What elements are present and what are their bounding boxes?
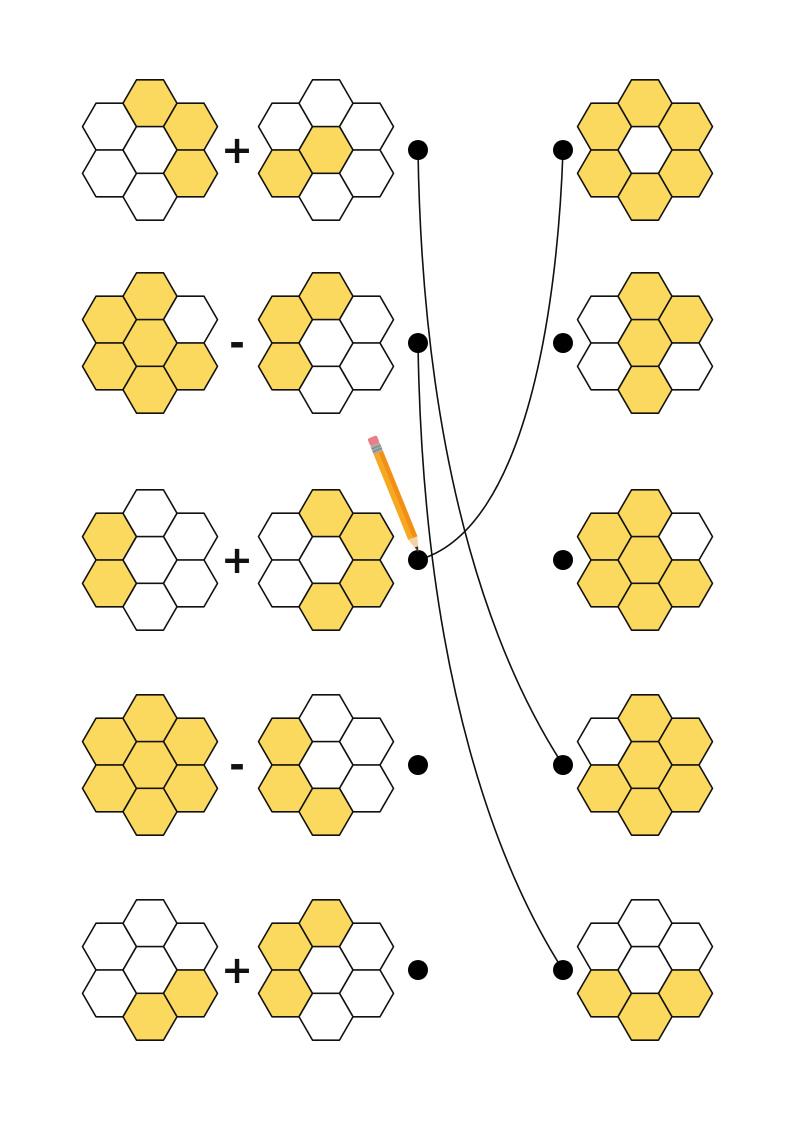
left-row-4: - [81,694,428,836]
left-row-3: + [81,489,428,631]
honeycomb-answer [576,489,714,631]
left-row-1: + [81,79,428,221]
connection-line [417,149,564,561]
right-match-dot[interactable] [553,755,573,775]
right-match-dot[interactable] [553,960,573,980]
honeycomb-operand-b [257,489,395,631]
left-match-dot[interactable] [408,960,428,980]
honeycomb-operand-b [257,79,395,221]
honeycomb-operand-a [81,79,219,221]
honeycomb-operand-a [81,489,219,631]
honeycomb-operand-a [81,694,219,836]
hex-cell-empty [122,582,178,631]
hex-cell-filled [617,582,673,631]
honeycomb-operand-b [257,272,395,414]
hex-cell-filled [298,787,354,836]
hex-cell-empty [298,365,354,414]
left-match-dot[interactable] [408,755,428,775]
plus-operator: + [221,128,253,172]
hex-cell-filled [617,172,673,221]
hex-cell-filled [617,992,673,1041]
honeycomb-answer [576,694,714,836]
left-match-dot[interactable] [408,333,428,353]
plus-operator: + [221,538,253,582]
left-row-2: - [81,272,428,414]
pencil-icon [367,435,419,552]
left-match-dot[interactable] [408,140,428,160]
right-match-dot[interactable] [553,140,573,160]
hex-cell-filled [617,365,673,414]
connection-line [417,149,564,766]
honeycomb-operand-b [257,694,395,836]
minus-operator: - [229,743,245,787]
hex-cell-empty [298,992,354,1041]
honeycomb-operand-a [81,272,219,414]
hex-cell-filled [122,992,178,1041]
honeycomb-operand-a [81,899,219,1041]
honeycomb-answer [576,272,714,414]
hex-cell-filled [122,365,178,414]
connection-lines [417,149,564,971]
right-match-dot[interactable] [553,550,573,570]
honeycomb-answer [576,79,714,221]
honeycomb-operand-b [257,899,395,1041]
right-row-4 [553,694,714,836]
right-row-1 [553,79,714,221]
hex-cell-empty [122,172,178,221]
left-row-5: + [81,899,428,1041]
hex-cell-filled [298,582,354,631]
exercise-rows: + - + - + [81,79,714,1041]
right-row-5 [553,899,714,1041]
right-match-dot[interactable] [553,333,573,353]
honeycomb-answer [576,899,714,1041]
hex-cell-filled [122,787,178,836]
hex-cell-empty [298,172,354,221]
left-match-dot[interactable] [408,550,428,570]
connection-line [417,342,564,971]
hex-cell-filled [617,787,673,836]
right-row-2 [553,272,714,414]
plus-operator: + [221,948,253,992]
right-row-3 [553,489,714,631]
minus-operator: - [229,321,245,365]
